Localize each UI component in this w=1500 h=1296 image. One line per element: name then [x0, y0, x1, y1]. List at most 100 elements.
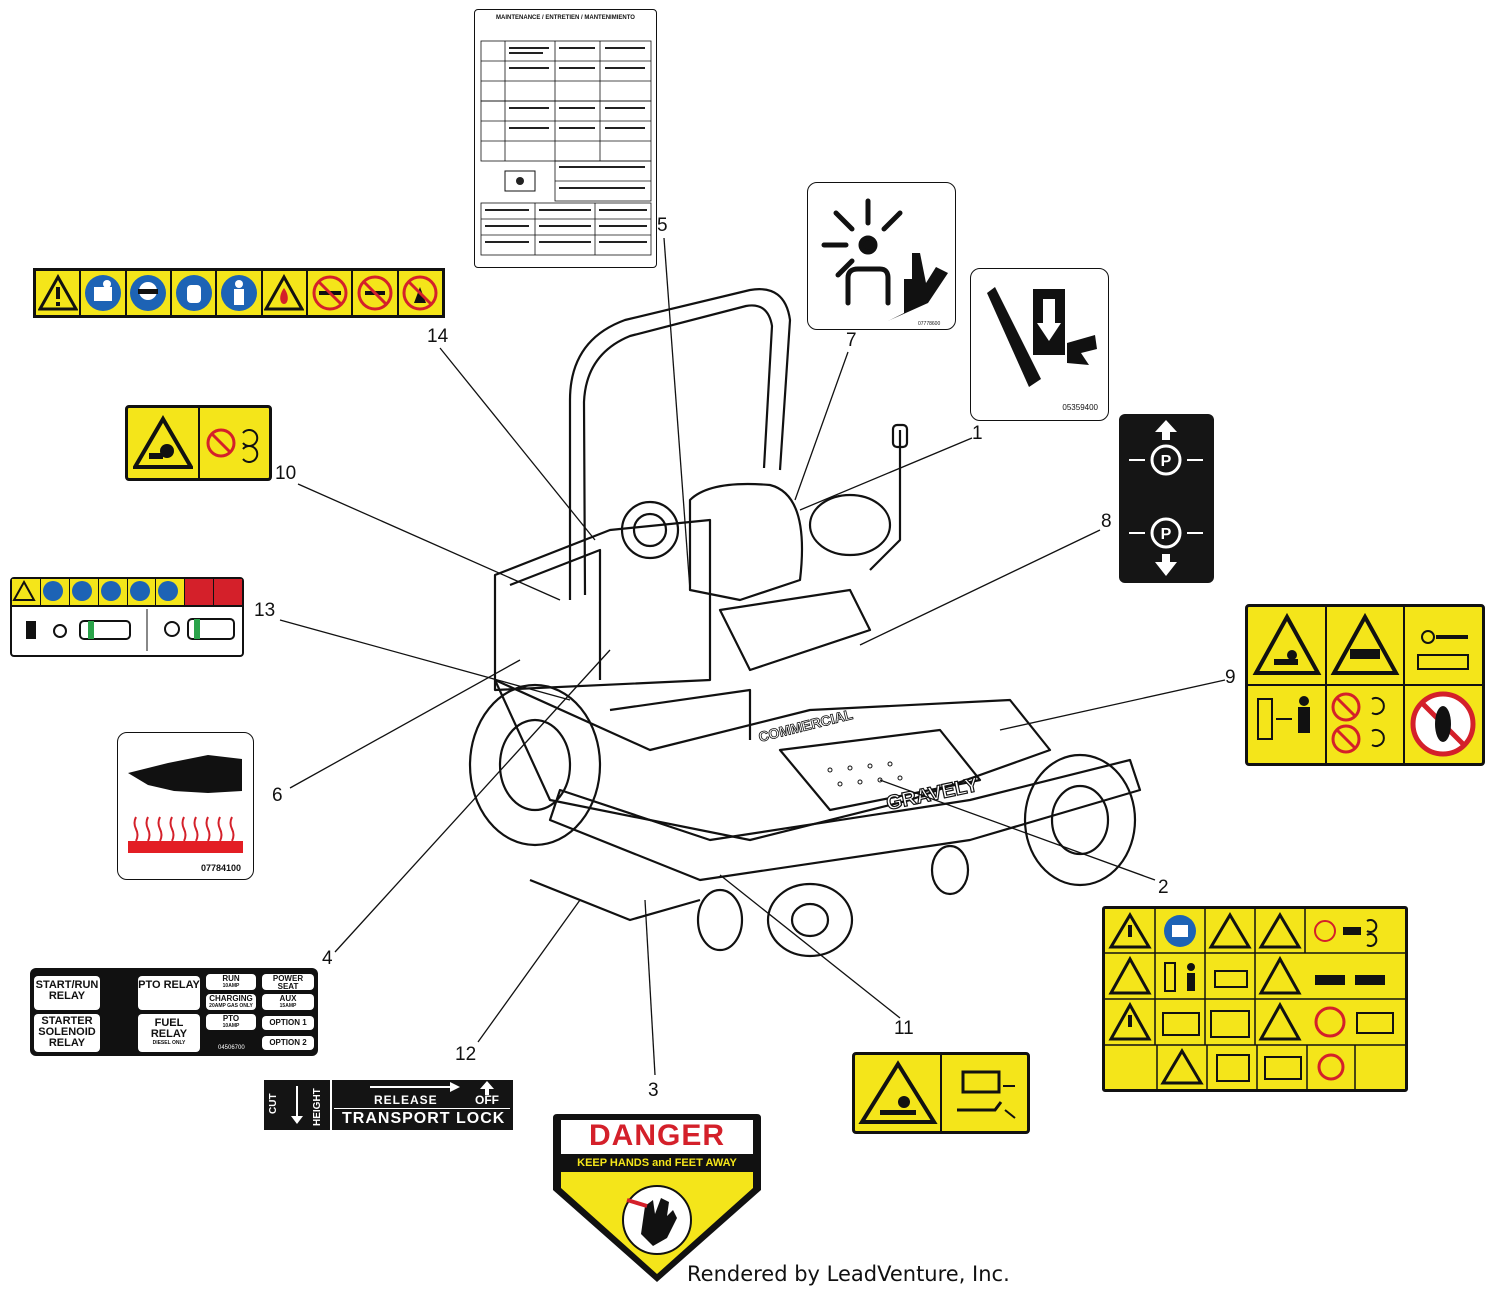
leader-13 — [279, 619, 571, 701]
callout-6: 6 — [272, 785, 283, 806]
callout-1: 1 — [972, 423, 983, 444]
leader-11 — [719, 874, 901, 1019]
leader-8 — [859, 529, 1101, 646]
decal-ppe-warning-bar — [33, 268, 445, 318]
rear-wheel-right — [1023, 753, 1137, 887]
relay-start-run: START/RUN RELAY — [34, 976, 100, 1010]
fuse-run: RUN 10AMP — [206, 974, 256, 990]
relay-pto: PTO RELAY — [138, 976, 200, 1010]
full-safety-icons — [1105, 909, 1405, 1089]
caster-wheel-right — [766, 882, 854, 958]
leader-12 — [477, 899, 581, 1043]
transport-lock-rule — [334, 1108, 510, 1109]
fuse-pto-label: PTO — [222, 1014, 240, 1023]
decal-entanglement: 07778600 — [807, 182, 956, 330]
callout-2: 2 — [1158, 877, 1169, 898]
relay-fuel: FUEL RELAY DIESEL ONLY — [138, 1014, 200, 1052]
crush-hazard-icon — [987, 287, 1097, 387]
leader-14 — [439, 347, 596, 541]
callout-14: 14 — [427, 326, 449, 347]
fuse-charging-sub: 20AMP GAS ONLY — [209, 1003, 253, 1009]
caster-wheel-left — [696, 888, 744, 952]
decal-crush-hazard: 05359400 — [970, 268, 1109, 421]
leader-5 — [663, 237, 691, 591]
fuse-run-label: RUN — [222, 974, 240, 983]
callout-4: 4 — [322, 948, 333, 969]
maintenance-header: MAINTENANCE / ENTRETIEN / MANTENIMIENTO — [496, 15, 635, 21]
mower-deck — [548, 758, 1142, 882]
leader-10 — [297, 483, 561, 601]
fuel-hand-icon — [128, 579, 157, 605]
operator-safety-icons — [1248, 607, 1482, 763]
fuel-gloves-icon — [99, 579, 128, 605]
fuse-pto-sub: 10AMP — [222, 1023, 240, 1029]
parking-brake-icon: P P — [1129, 420, 1203, 576]
off-label: OFF — [475, 1093, 499, 1107]
footer-rendered-by: Rendered by LeadVenture, Inc. — [687, 1262, 1010, 1286]
fuse-option-1: OPTION 1 — [262, 1016, 314, 1030]
callout-10: 10 — [275, 463, 297, 484]
svg-text:07778600: 07778600 — [918, 321, 940, 327]
hot-surface-icon — [128, 755, 243, 853]
leader-4 — [334, 649, 611, 953]
thrown-object-hazard-icon — [128, 408, 200, 478]
no-open-fire-icon — [399, 271, 442, 315]
transport-lock-label: TRANSPORT LOCK — [342, 1110, 506, 1127]
leader-6 — [289, 659, 521, 789]
leader-3 — [644, 899, 656, 1076]
leader-7 — [794, 351, 849, 501]
callout-5: 5 — [657, 215, 668, 236]
fuse-charging-label: CHARGING — [209, 994, 253, 1003]
gloves-icon — [172, 271, 218, 315]
svg-text:P: P — [1161, 526, 1172, 543]
fuse-aux-label: AUX — [279, 994, 297, 1003]
decal-relay-fuse: START/RUN RELAY PTO RELAY STARTER SOLENO… — [30, 968, 318, 1056]
fuel-connector-graphic — [26, 609, 235, 651]
callout-9: 9 — [1225, 667, 1236, 688]
engine-block — [493, 518, 712, 692]
decal-blade-warning — [852, 1052, 1030, 1134]
mower-drawing: GRAVELY COMMERCIAL — [468, 288, 1142, 958]
fuel-person-icon — [156, 579, 186, 605]
relay-decal-part-number: 04506700 — [218, 1045, 245, 1051]
decal-transport-lock: CUT HEIGHT RELEASE OFF TRANSPORT LOCK — [264, 1080, 513, 1130]
danger-subtitle: KEEP HANDS and FEET AWAY — [577, 1157, 737, 1169]
fuse-option-2: OPTION 2 — [262, 1036, 314, 1050]
cut-height-down-arrow-icon — [291, 1086, 303, 1124]
rops-bar — [568, 288, 792, 600]
transport-lock-divider — [330, 1080, 332, 1130]
relay-fuel-sub: DIESEL ONLY — [152, 1040, 186, 1046]
callout-11: 11 — [894, 1018, 914, 1039]
hot-decal-part-number: 07784100 — [200, 863, 241, 873]
decal-maintenance-chart: MAINTENANCE / ENTRETIEN / MANTENIMIENTO — [474, 9, 657, 268]
fuel-manual-icon — [41, 579, 70, 605]
rear-wheel-left — [468, 683, 602, 847]
callout-8: 8 — [1101, 511, 1112, 532]
relay-starter-solenoid: STARTER SOLENOID RELAY — [34, 1014, 100, 1052]
stop-engine-icon — [200, 408, 270, 478]
release-label: RELEASE — [374, 1093, 438, 1107]
release-arrow-icon — [370, 1082, 460, 1092]
fuse-aux-sub: 15AMP — [279, 1003, 297, 1009]
lower-deck-icon — [942, 1055, 1027, 1131]
decal-danger: DANGER KEEP HANDS and FEET AWAY — [549, 1110, 765, 1286]
decal-parking-brake: P P — [1119, 414, 1214, 583]
fire-hazard-icon — [263, 271, 308, 315]
danger-decal-shape — [553, 1114, 761, 1282]
decal-rotating-parts — [125, 405, 272, 481]
entanglement-hazard-icon: 07778600 — [821, 198, 948, 327]
no-smoking-icon — [308, 271, 354, 315]
callout-7: 7 — [846, 330, 857, 351]
leader-9 — [999, 679, 1226, 731]
callout-12: 12 — [455, 1044, 477, 1065]
leader-2 — [879, 779, 1156, 881]
off-up-arrow-icon — [480, 1081, 494, 1095]
warning-triangle-icon — [36, 271, 82, 315]
fuel-eye-icon — [70, 579, 99, 605]
crush-decal-part-number: 05359400 — [1062, 403, 1098, 412]
maintenance-table-graphic — [480, 40, 652, 256]
decal-fuel-warnings — [10, 577, 244, 657]
seat — [688, 482, 804, 602]
frame — [493, 678, 1052, 842]
